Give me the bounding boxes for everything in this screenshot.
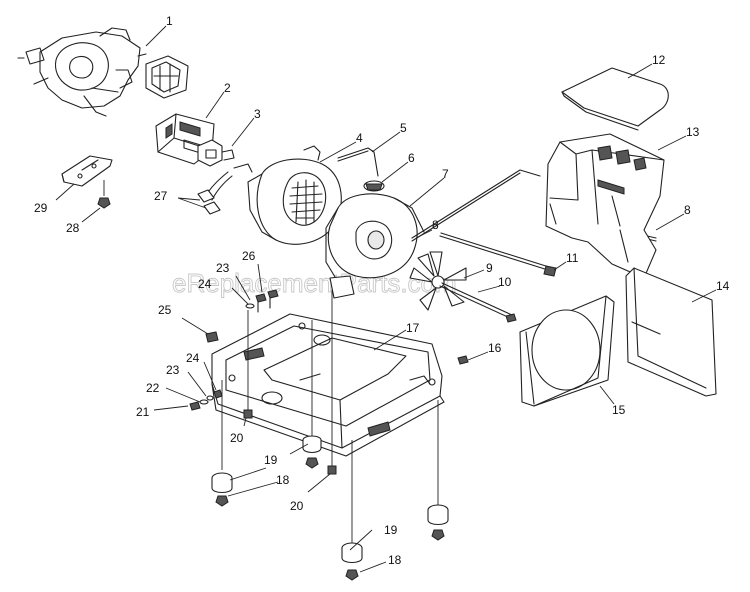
part-25-grommet: [205, 331, 219, 343]
leader-lines: [55, 25, 717, 573]
callout-14: 14: [716, 279, 730, 293]
callout-labels: 1 2 3 4 5 6 7 8 8 9 10 11 12 13 14 15 16…: [34, 14, 730, 567]
watermark-text: eReplacementParts.com: [172, 268, 457, 298]
part-26-screws: [255, 289, 279, 313]
part-11-bolt: [439, 232, 557, 277]
callout-13: 13: [686, 125, 700, 139]
callout-26: 26: [242, 249, 256, 263]
part-18-screws: [215, 457, 445, 581]
part-17-base-tray: [211, 313, 445, 457]
part-21-22-23-24-hardware: [189, 389, 223, 411]
part-29-bracket: [61, 155, 113, 187]
part-20-screws: [243, 409, 337, 475]
callout-7: 7: [442, 167, 449, 181]
callout-10: 10: [498, 275, 512, 289]
callout-20-left: 20: [230, 431, 244, 445]
part-24-washer: [245, 303, 255, 309]
callout-23-lower: 23: [166, 363, 180, 377]
callout-2: 2: [224, 81, 231, 95]
part-15-shroud: [519, 295, 615, 407]
part-3-motor-shaft-end: [197, 139, 235, 167]
callout-19-bottom: 19: [384, 523, 398, 537]
callout-9: 9: [486, 261, 493, 275]
part-4-blower-housing: [247, 145, 342, 245]
part-14-panel: [625, 267, 717, 397]
callout-16: 16: [488, 341, 502, 355]
callout-8-right: 8: [684, 203, 691, 217]
callout-19-left: 19: [264, 453, 278, 467]
part-9-fan-blade: [409, 251, 467, 311]
part-16-nut: [457, 355, 469, 365]
part-10-axle: [439, 282, 517, 323]
callout-24-lower: 24: [186, 351, 200, 365]
part-8-rod-upper: [411, 169, 541, 242]
part-13-cover: [545, 133, 665, 279]
callout-27: 27: [154, 189, 168, 203]
part-1-engine-assembly: [17, 27, 189, 117]
callout-3: 3: [254, 107, 261, 121]
part-12-filter-pad: [561, 67, 669, 131]
assembly-guide-lines: [221, 290, 439, 548]
callout-20-center: 20: [290, 499, 304, 513]
callout-11: 11: [566, 251, 579, 265]
part-5-rod: [337, 147, 379, 177]
part-6-cap: [363, 180, 385, 192]
callout-24-upper: 24: [198, 277, 212, 291]
callout-12: 12: [652, 53, 666, 67]
callout-25: 25: [158, 303, 172, 317]
callout-28: 28: [66, 221, 80, 235]
callout-5: 5: [400, 121, 407, 135]
callout-6: 6: [408, 151, 415, 165]
part-7-fan-housing: [325, 193, 425, 299]
callout-21: 21: [136, 405, 150, 419]
part-28-screw: [97, 180, 111, 209]
callout-15: 15: [612, 403, 626, 417]
callout-29: 29: [34, 201, 48, 215]
callout-18-bottom: 18: [388, 553, 402, 567]
callout-23-upper: 23: [216, 261, 230, 275]
callout-22: 22: [146, 381, 160, 395]
part-19-feet: [211, 435, 449, 564]
callout-8-center: 8: [432, 218, 439, 232]
callout-1: 1: [166, 14, 173, 28]
callout-18-left: 18: [276, 473, 290, 487]
callout-4: 4: [356, 131, 363, 145]
part-27-connectors: [197, 163, 253, 215]
callout-17: 17: [406, 321, 420, 335]
